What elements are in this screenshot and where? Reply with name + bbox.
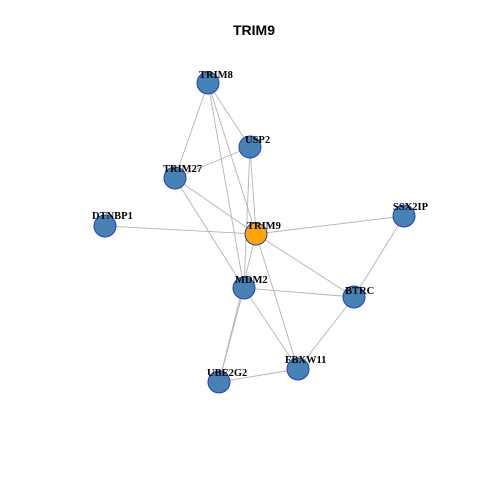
edge-trim8-mdm2 — [207, 82, 245, 289]
node-ube2g2[interactable] — [207, 370, 231, 394]
edge-mdm2-ube2g2 — [218, 287, 245, 383]
edge-btrc-fbxw11 — [297, 296, 355, 370]
edges-layer — [104, 82, 405, 383]
edge-trim9-fbxw11 — [255, 233, 299, 370]
node-label-trim27: TRIM27 — [163, 164, 202, 175]
edge-dtnbp1-trim9 — [104, 225, 257, 235]
node-label-ube2g2: UBE2G2 — [207, 368, 247, 379]
edge-trim8-trim27 — [174, 82, 209, 179]
node-usp2[interactable] — [238, 135, 262, 159]
edge-usp2-trim9 — [249, 146, 257, 235]
node-dtnbp1[interactable] — [93, 214, 117, 238]
node-label-btrc: BTRC — [345, 286, 374, 297]
edge-mdm2-fbxw11 — [243, 287, 299, 370]
node-label-trim8: TRIM8 — [199, 70, 233, 81]
edge-trim27-mdm2 — [174, 177, 245, 289]
edge-trim9-ssx2ip — [255, 215, 405, 235]
node-label-ssx2ip: SSX2IP — [393, 202, 429, 213]
node-btrc[interactable] — [342, 285, 366, 309]
edge-trim8-usp2 — [207, 82, 251, 148]
node-label-mdm2: MDM2 — [235, 275, 268, 286]
edge-trim27-trim9 — [174, 177, 257, 235]
node-label-dtnbp1: DTNBP1 — [92, 211, 133, 222]
node-label-fbxw11: FBXW11 — [285, 355, 326, 366]
edge-fbxw11-ube2g2 — [218, 368, 299, 383]
node-ssx2ip[interactable] — [392, 204, 416, 228]
edge-trim8-trim9 — [207, 82, 257, 235]
node-label-trim9: TRIM9 — [247, 221, 281, 232]
edge-mdm2-btrc — [243, 287, 355, 298]
node-trim8[interactable] — [196, 71, 220, 95]
node-mdm2[interactable] — [232, 276, 256, 300]
node-trim9[interactable] — [244, 222, 268, 246]
graph-title: TRIM9 — [233, 22, 275, 38]
edge-usp2-mdm2 — [243, 146, 251, 289]
edge-ssx2ip-btrc — [353, 215, 405, 298]
node-fbxw11[interactable] — [286, 357, 310, 381]
node-label-usp2: USP2 — [245, 135, 270, 146]
edge-usp2-trim27 — [174, 146, 251, 179]
edge-trim9-btrc — [255, 233, 355, 298]
nodes-layer — [93, 71, 416, 394]
node-trim27[interactable] — [163, 166, 187, 190]
